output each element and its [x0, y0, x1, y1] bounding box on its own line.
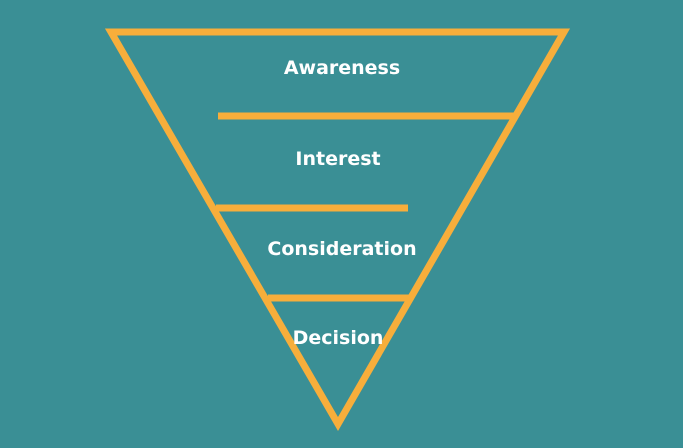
stage-label-interest: Interest — [295, 148, 380, 170]
stage-label-awareness: Awareness — [284, 57, 400, 79]
stage-label-consideration: Consideration — [267, 238, 416, 260]
funnel-outline — [104, 28, 571, 431]
stage-label-decision: Decision — [293, 327, 384, 349]
